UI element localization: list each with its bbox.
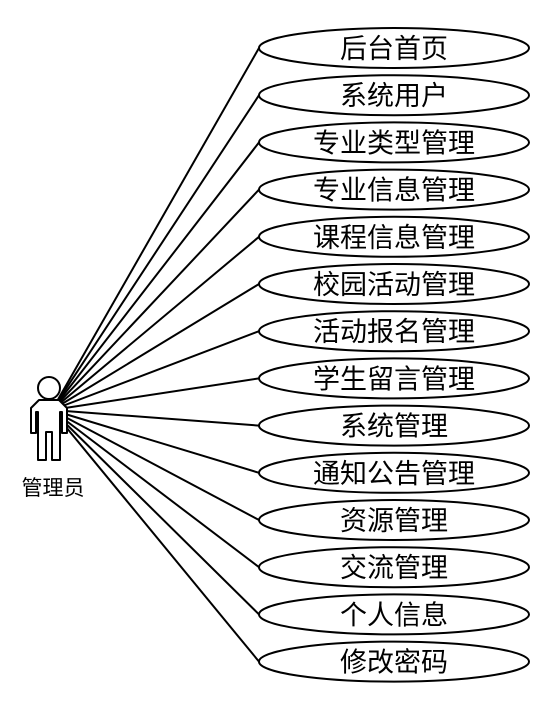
use-case-ellipse — [258, 215, 530, 258]
person-icon — [30, 376, 68, 461]
association-lines — [51, 47, 260, 663]
association-line — [51, 409, 260, 474]
use-case-ellipse — [258, 357, 530, 400]
use-case-ellipse — [258, 310, 530, 353]
use-case-label: 通知公告管理 — [313, 459, 475, 490]
use-case-ellipse — [258, 593, 530, 636]
use-case: 修改密码 — [258, 640, 530, 683]
actor-admin: 管理员 — [22, 376, 85, 500]
association-line — [51, 94, 260, 411]
use-case-ellipse — [258, 499, 530, 541]
association-line — [51, 283, 260, 411]
use-case: 通知公告管理 — [258, 451, 530, 494]
use-case-ellipse — [258, 404, 530, 447]
use-case-label: 专业信息管理 — [313, 176, 475, 207]
association-line — [51, 409, 260, 427]
use-case: 学生留言管理 — [258, 357, 530, 400]
use-case-list: 后台首页系统用户专业类型管理专业信息管理课程信息管理校园活动管理活动报名管理学生… — [258, 27, 530, 683]
use-case-label: 交流管理 — [340, 553, 448, 584]
association-line — [51, 409, 260, 521]
association-line — [51, 141, 260, 411]
use-case-label: 专业类型管理 — [313, 128, 475, 159]
use-case: 资源管理 — [258, 499, 530, 541]
use-case-label: 系统管理 — [340, 412, 448, 443]
use-case: 系统管理 — [258, 404, 530, 447]
use-case-ellipse — [258, 168, 530, 211]
use-case-ellipse — [258, 640, 530, 683]
use-case-ellipse — [258, 451, 530, 494]
use-case-label: 学生留言管理 — [313, 364, 475, 395]
use-case: 个人信息 — [258, 593, 530, 636]
association-line — [51, 236, 260, 411]
use-case-label: 活动报名管理 — [313, 317, 475, 348]
use-case-label: 资源管理 — [340, 506, 448, 537]
use-case-ellipse — [258, 74, 530, 117]
association-line — [51, 409, 260, 663]
use-case: 交流管理 — [258, 546, 530, 589]
use-case: 系统用户 — [258, 74, 530, 117]
association-line — [51, 377, 260, 411]
use-case: 专业信息管理 — [258, 168, 530, 211]
use-case: 后台首页 — [258, 27, 530, 69]
use-case: 活动报名管理 — [258, 310, 530, 353]
actor-label: 管理员 — [22, 476, 85, 500]
association-line — [51, 188, 260, 411]
use-case-label: 修改密码 — [340, 648, 448, 679]
use-case: 课程信息管理 — [258, 215, 530, 258]
use-case-ellipse — [258, 546, 530, 589]
use-case-ellipse — [258, 121, 530, 164]
use-case-ellipse — [258, 27, 530, 69]
use-case: 校园活动管理 — [258, 263, 530, 305]
use-case-label: 课程信息管理 — [313, 223, 475, 254]
use-case-label: 校园活动管理 — [313, 270, 475, 301]
association-line — [51, 47, 260, 411]
use-case-label: 个人信息 — [340, 600, 448, 631]
use-case-ellipse — [258, 263, 530, 305]
association-line — [51, 409, 260, 616]
use-case-label: 系统用户 — [340, 81, 448, 112]
use-case-label: 后台首页 — [340, 34, 448, 65]
association-line — [51, 330, 260, 411]
use-case: 专业类型管理 — [258, 121, 530, 164]
association-line — [51, 409, 260, 568]
